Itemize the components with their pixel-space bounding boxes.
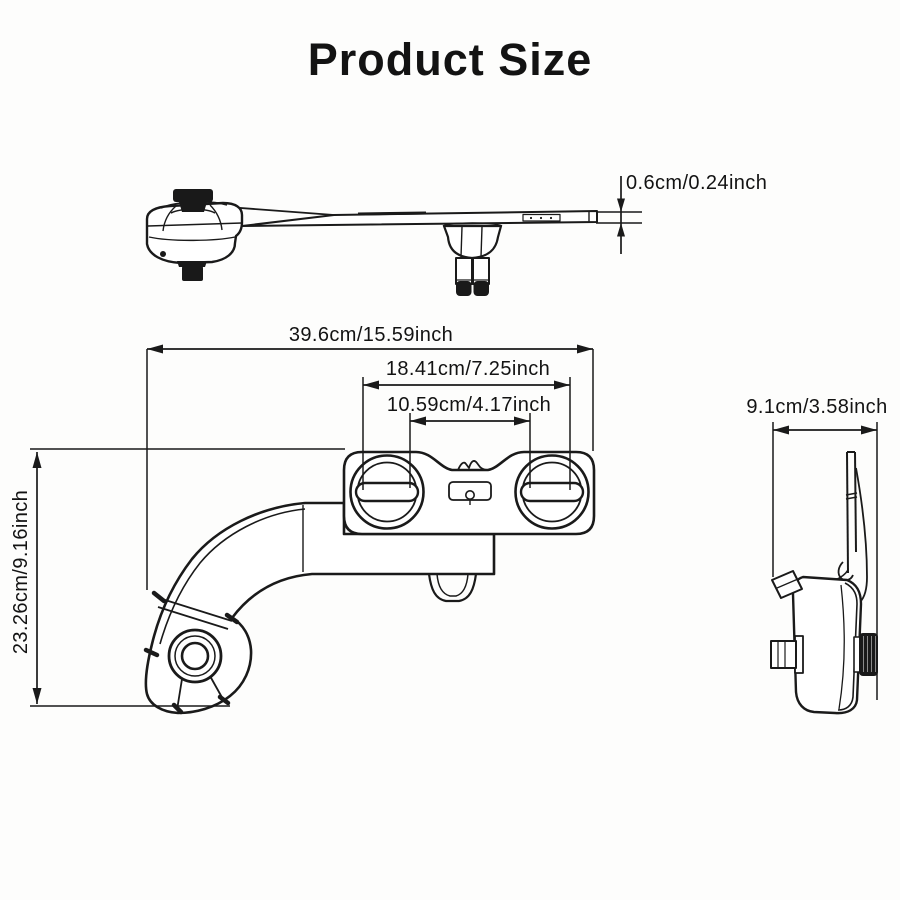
- mount-hole-right: [514, 454, 590, 530]
- plate-slot-edge: [357, 211, 427, 216]
- water-inlet-side: [770, 635, 804, 674]
- arrowhead: [861, 425, 877, 435]
- nozzle-assembly-profile: [442, 222, 503, 296]
- arrowhead: [147, 344, 163, 354]
- drain-nub: [160, 251, 166, 257]
- dim-label-plate-thickness: 0.6cm/0.24inch: [626, 172, 768, 194]
- front-view: [30, 344, 596, 715]
- arm-detail-lines: [143, 505, 306, 715]
- nozzle-cover-front: [427, 573, 478, 603]
- mount-hole-left: [349, 454, 425, 530]
- mounting-plate: [342, 450, 596, 536]
- side-plate-blade: [834, 451, 868, 603]
- inlet-connector: [182, 266, 203, 281]
- side-dial-knob: [853, 633, 878, 676]
- mount-slot-left: [354, 481, 420, 503]
- dim-overall-width-lines: [146, 344, 594, 590]
- arrowhead: [32, 452, 42, 468]
- arrowhead: [554, 380, 570, 390]
- arrowhead: [773, 425, 789, 435]
- dim-label-overall-height: 23.26cm/9.16inch: [10, 489, 32, 655]
- arrowhead: [617, 223, 625, 237]
- spray-arm-stub: [771, 570, 803, 599]
- clip-detail: [837, 561, 854, 582]
- dim-mount-span-lines: [362, 377, 571, 490]
- center-notch: [450, 460, 489, 471]
- mount-slot-edge: [522, 213, 561, 222]
- dim-overall-height-lines: [30, 448, 345, 707]
- inlet-base: [177, 261, 207, 267]
- arrowhead: [363, 380, 379, 390]
- page-title: Product Size: [307, 34, 593, 85]
- arrowhead: [617, 198, 625, 212]
- control-unit: [145, 189, 335, 281]
- arrowhead: [32, 688, 42, 704]
- arrowhead: [577, 344, 593, 354]
- top-profile-view: [145, 176, 642, 296]
- mount-slot-right: [519, 481, 585, 503]
- dim-label-mount-hole-span: 18.41cm/7.25inch: [385, 358, 551, 380]
- dim-plate-thickness-lines: [596, 176, 642, 254]
- knob-stem: [179, 202, 207, 212]
- dim-label-nozzle-slot-span: 10.59cm/4.17inch: [386, 394, 552, 416]
- nozzle-tip-right: [473, 281, 489, 296]
- dim-label-side-depth: 9.1cm/3.58inch: [746, 396, 888, 418]
- dim-label-overall-width: 39.6cm/15.59inch: [288, 324, 454, 346]
- dim-nozzle-span-lines: [409, 413, 531, 488]
- control-knob-top: [173, 189, 213, 202]
- control-dial: [167, 628, 223, 684]
- spray-bar-plate-profile: [241, 210, 598, 227]
- side-view: [770, 422, 878, 715]
- arrowhead: [410, 416, 426, 426]
- arrowhead: [514, 416, 530, 426]
- nozzle-guard: [442, 224, 503, 260]
- nozzle-tip-left: [456, 281, 472, 296]
